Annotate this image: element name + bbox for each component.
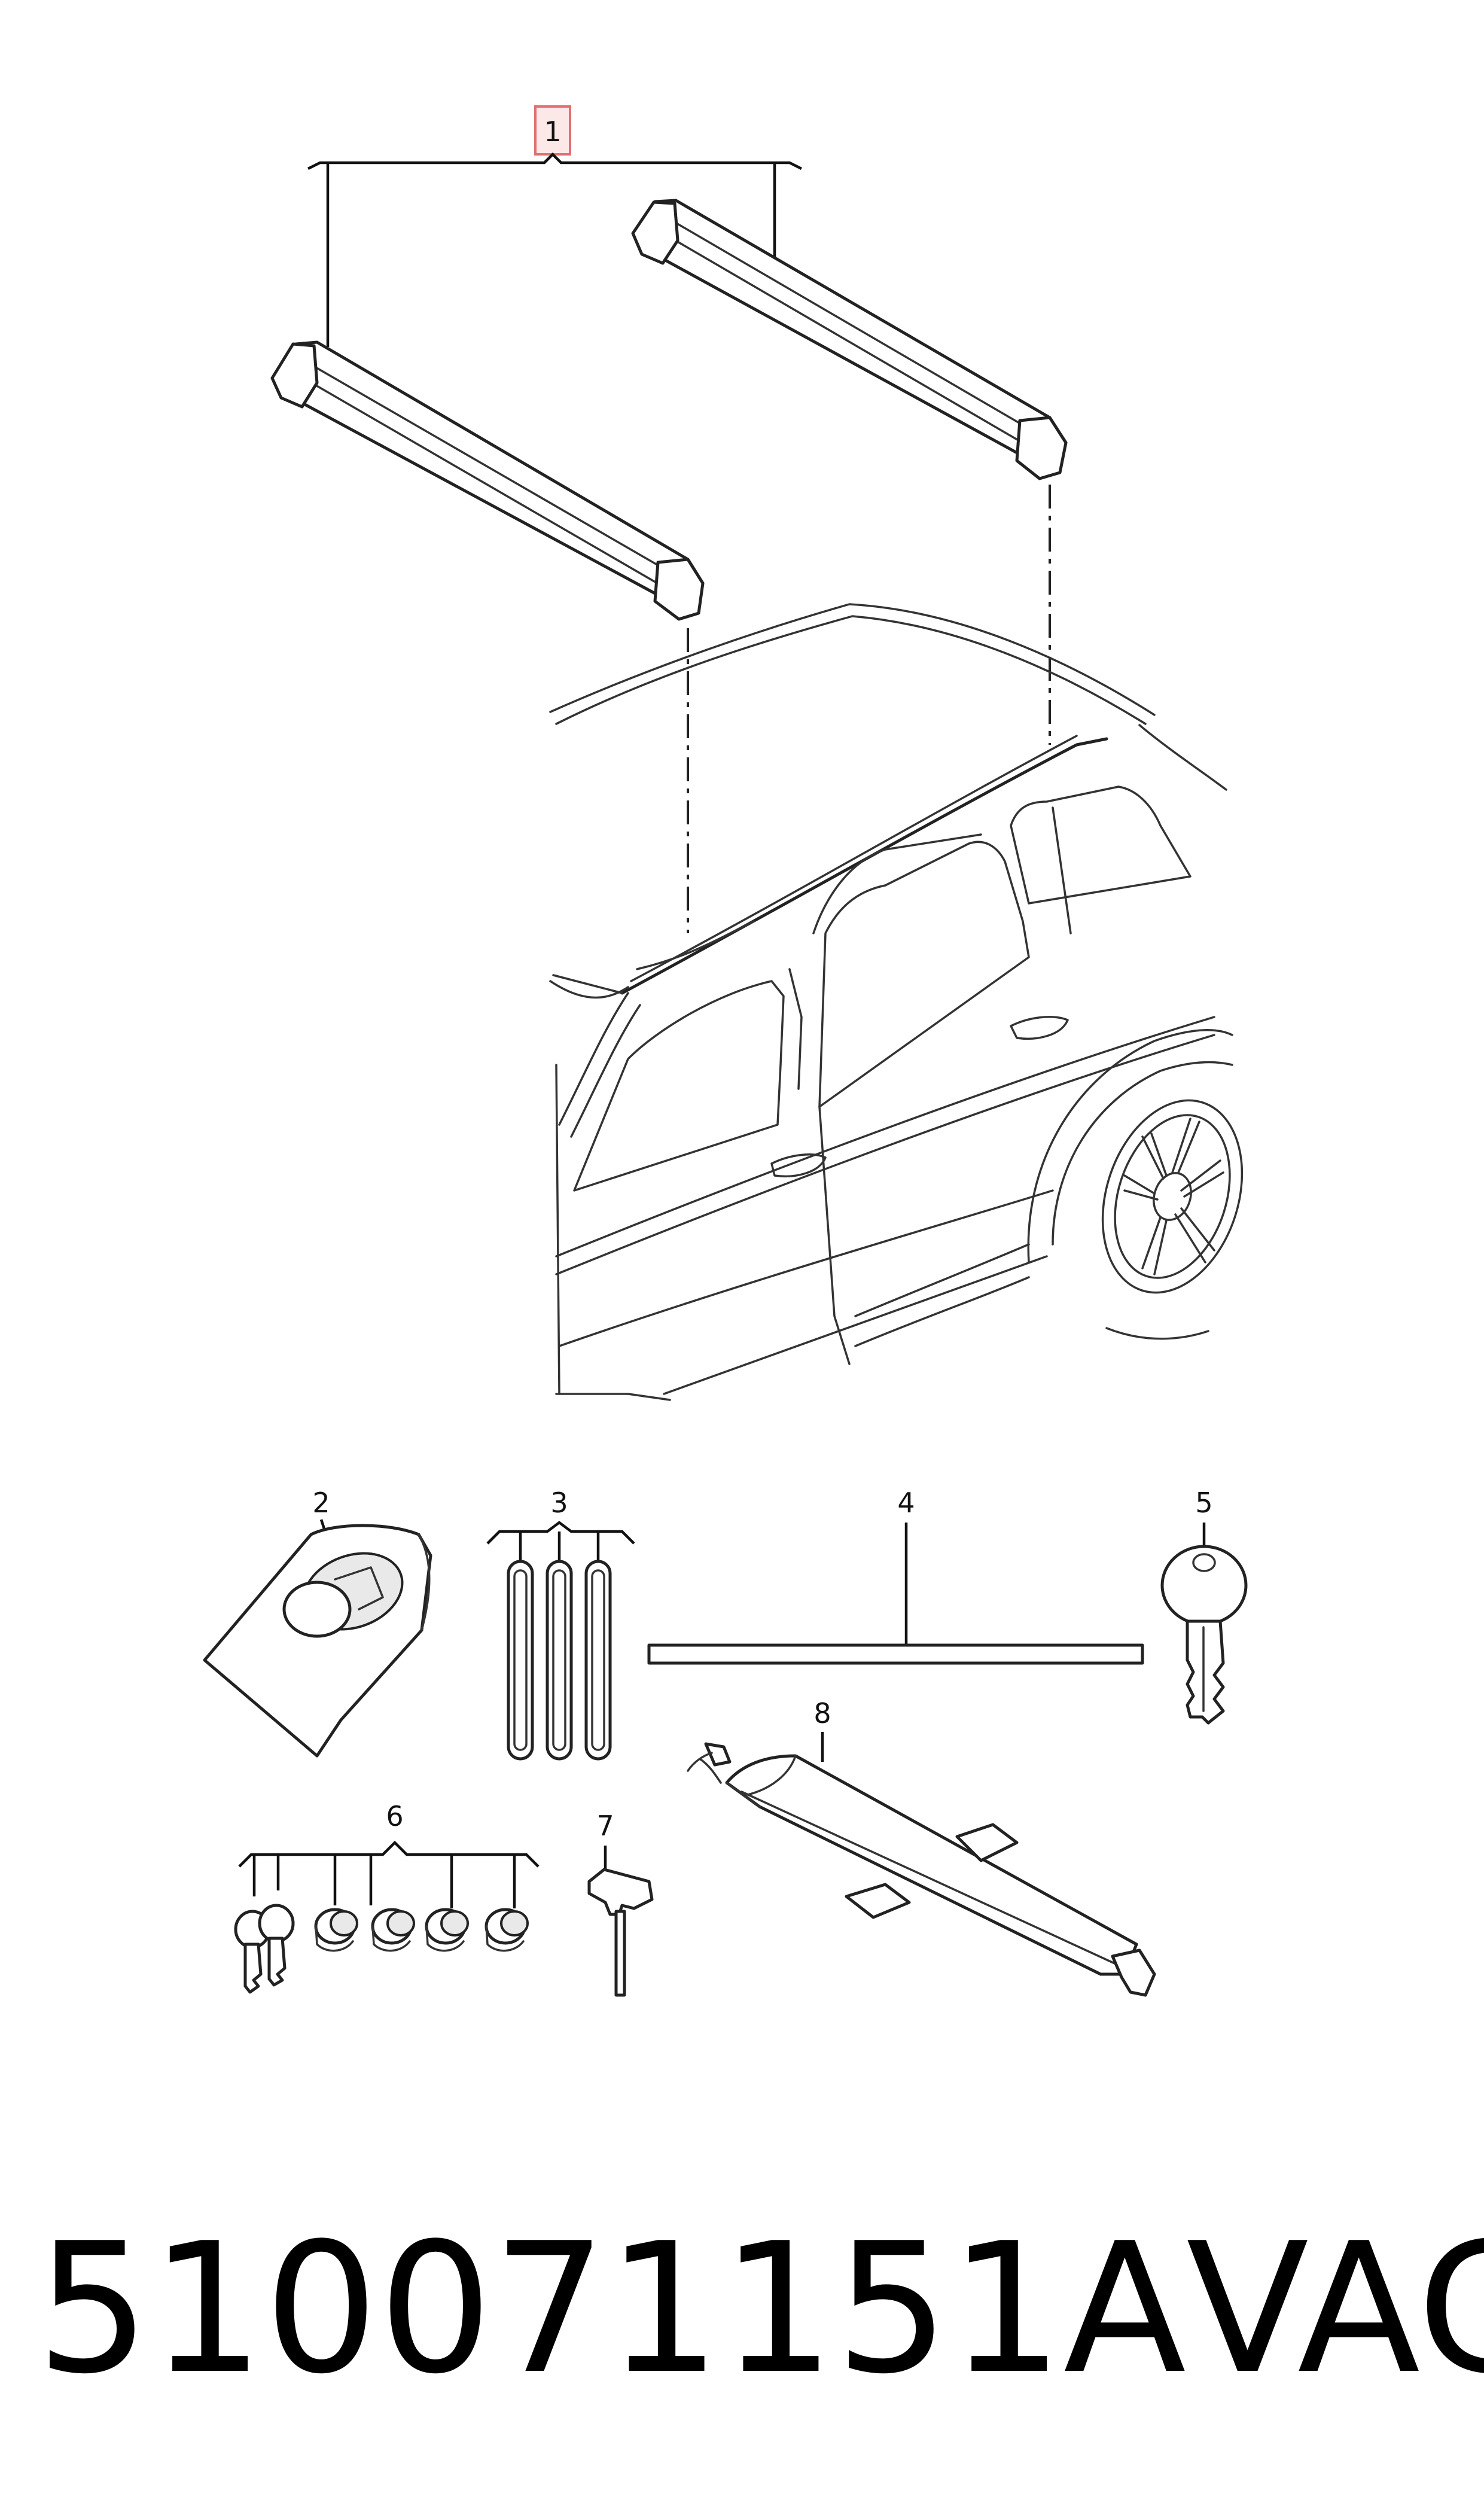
callout-2-label[interactable]: 2: [312, 1487, 330, 1519]
callout-1-label: 1: [544, 115, 561, 148]
callout-1[interactable]: 1: [534, 105, 571, 156]
callout-8-label[interactable]: 8: [813, 1697, 831, 1730]
footer-part-number-row: 510071151A VAG: [36, 2190, 1484, 2429]
callout-6-bracket: [238, 1840, 540, 1868]
end-cap-part: [203, 1524, 432, 1758]
roof-bar-front: [270, 340, 705, 621]
callout-1-bracket: [307, 152, 803, 170]
part-number-text: 510071151A: [36, 2205, 1187, 2413]
callout-3-label[interactable]: 3: [550, 1487, 568, 1519]
callout-4-label[interactable]: 4: [897, 1487, 915, 1519]
callout-6-label[interactable]: 6: [386, 1800, 403, 1832]
lock-set-part: [234, 1904, 529, 1994]
rear-wheel: [1101, 1099, 1244, 1340]
cover-strip-part: [647, 1643, 1144, 1665]
t-handle-tool-part: [587, 1868, 654, 1997]
rubber-strips-part: [507, 1560, 612, 1761]
load-cover-part: [687, 1742, 1156, 1997]
brand-text: VAG: [1186, 2205, 1484, 2413]
key-part: [1160, 1545, 1248, 1725]
roof-bar-rear: [631, 199, 1068, 480]
callout-7-label[interactable]: 7: [596, 1810, 614, 1842]
callout-5-label[interactable]: 5: [1195, 1487, 1212, 1519]
callout-3-bracket: [486, 1521, 635, 1545]
vehicle-outline: [549, 603, 1244, 1401]
